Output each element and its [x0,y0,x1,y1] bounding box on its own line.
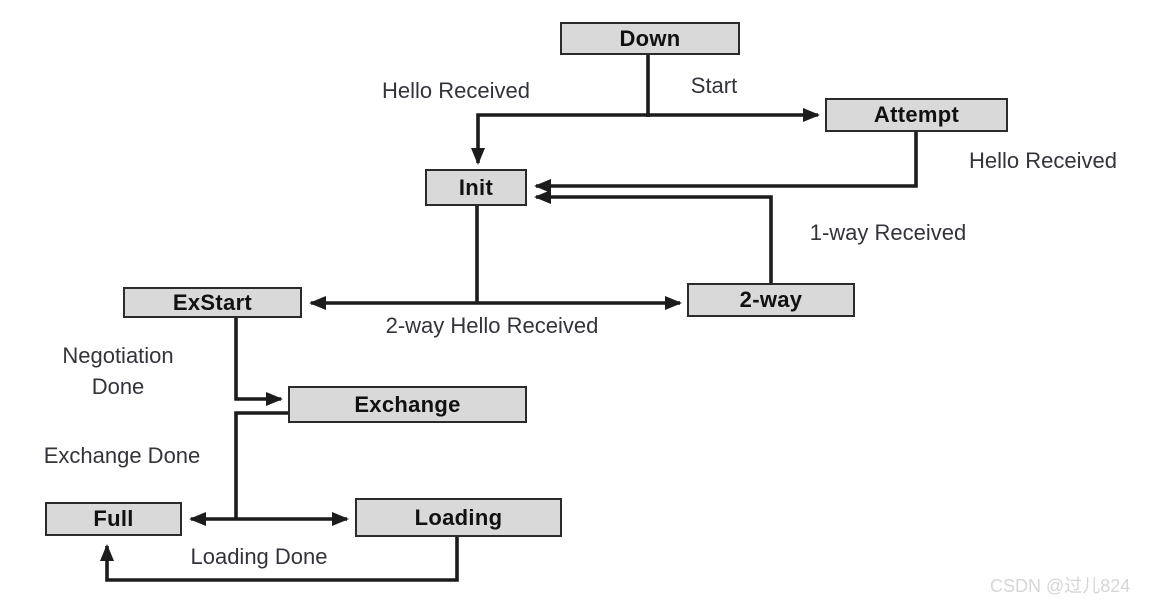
edge-label-negotiation-done-line2: Done [91,374,145,399]
csdn-watermark: CSDN @过儿824 [990,576,1131,596]
state-node-init: Init [425,169,527,206]
edge-label-loading-done: Loading Done [190,544,328,569]
state-node-2way: 2-way [687,283,855,317]
edge-label-start: Start [690,73,738,98]
edge-down-to-init [471,113,650,165]
edge-label-hello-received-top: Hello Received [382,78,530,103]
edge-label-exchange-done: Exchange Done [43,443,201,468]
edge-exchange-stem [234,411,288,520]
edge-label-hello-received-attempt: Hello Received [969,148,1117,173]
state-node-exchange: Exchange [288,386,527,423]
edge-exstart-to-exchange [234,317,283,406]
state-node-full: Full [45,502,182,536]
edge-loading-to-full [100,537,459,582]
state-node-exstart: ExStart [123,287,302,318]
edge-label-negotiation-done: Negotiation Done [30,340,206,402]
state-node-attempt: Attempt [825,98,1008,132]
edge-label-1way-received: 1-way Received [809,220,967,245]
state-node-loading: Loading [355,498,562,537]
edge-label-2way-hello-received: 2-way Hello Received [385,313,599,338]
edge-2way-to-init [534,190,773,283]
state-node-down: Down [560,22,740,55]
edge-label-negotiation-done-line1: Negotiation [62,343,174,368]
edge-attempt-to-init [534,132,918,193]
